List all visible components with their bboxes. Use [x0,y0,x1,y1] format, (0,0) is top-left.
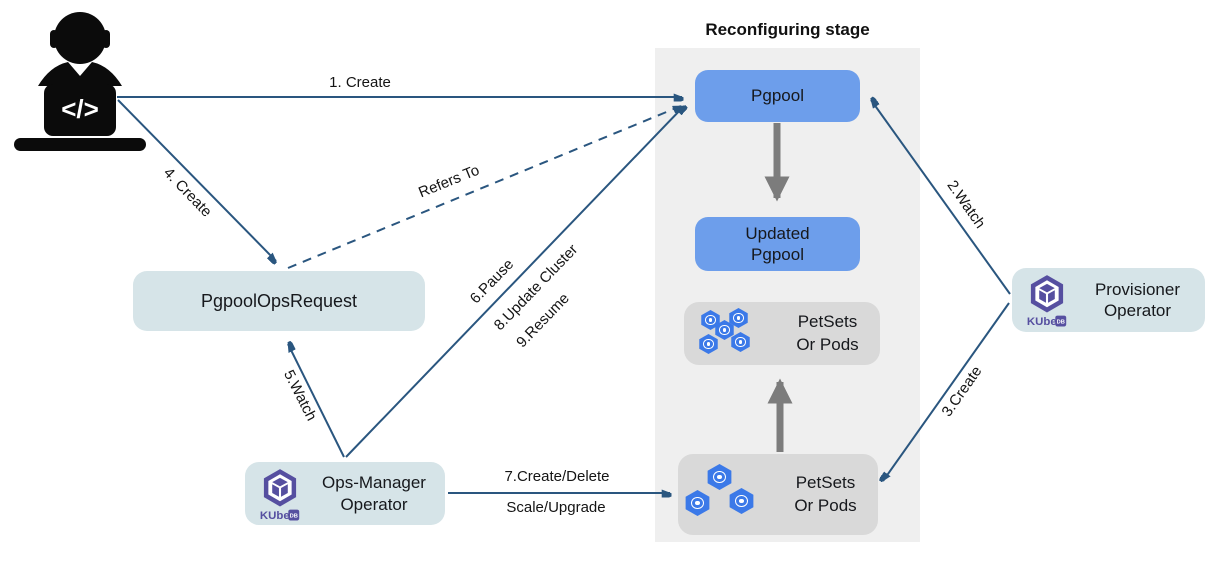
node-petsets-top: PetSets Or Pods [684,302,880,365]
edge-label-1-create: 1. Create [329,74,391,91]
petsets-top-line1: PetSets [797,312,858,332]
pod-hexagon-icon [715,320,734,340]
arrow-refers-to [287,105,681,269]
petsets-bottom-line2: Or Pods [794,495,857,515]
pgpool-ops-request-label: PgpoolOpsRequest [200,290,358,311]
node-petsets-bottom: PetSets Or Pods [678,454,878,535]
ops-manager-line1: Ops-Manager [322,473,426,493]
node-ops-manager-operator: KUbe DB Ops-Manager Operator [245,462,445,525]
kubedb-db-text: DB [1057,320,1065,326]
pod-hexagon-icon [729,308,748,328]
edge-label-3-create: 3.Create [938,363,986,420]
kubedb-cube-left [1039,290,1046,303]
petsets-bottom-line1: PetSets [795,473,856,493]
petsets-bottom-label: PetSets Or Pods [773,472,878,516]
kubedb-db-badge [288,509,300,520]
kubedb-logo-icon: KUbe DB [257,467,303,521]
laptop [44,84,116,136]
kubedb-hexagon-inner [268,473,292,501]
updated-pgpool-line2: Pgpool [751,245,804,264]
ops-manager-line2: Operator [340,494,408,514]
edge-label-refers-to: Refers To [416,161,482,202]
updated-pgpool-label: Updated Pgpool [745,223,809,266]
node-pgpool-ops-request: PgpoolOpsRequest [133,271,425,331]
kubedb-hexagon-inner [1035,280,1059,308]
kubedb-logo-text: KUbe [1027,316,1057,327]
kubedb-db-text: DB [290,513,298,519]
developer-icon: </> [14,12,146,151]
developer-head [54,12,106,64]
developer-shoulders [38,62,122,86]
kubedb-cube-right [281,483,288,497]
desk-bar [14,138,146,151]
edge-label-2-watch: 2.Watch [943,177,989,232]
kubedb-logo-icon: KUbe DB [1024,273,1070,328]
kubedb-cube-top [272,477,288,486]
edge-label-4-create: 4. Create [159,164,216,221]
headphone-right [102,30,110,48]
node-pgpool: Pgpool [695,70,860,122]
edge-label-6-pause: 6.Pause [466,255,518,308]
edge-label-5-watch: 5.Watch [280,367,320,424]
pod-hexagon-icon [729,488,754,514]
pod-hexagon-icon [707,464,732,490]
node-provisioner-operator: KUbe DB Provisioner Operator [1012,268,1205,332]
laptop-code-glyph: </> [61,94,99,124]
ops-manager-label: Ops-Manager Operator [303,472,445,515]
pod-hexagon-icon [699,334,718,354]
kubedb-cube-left [272,483,279,497]
edge-label-7-scale-upgrade: Scale/Upgrade [506,499,606,516]
edge-label-7-create-delete: 7.Create/Delete [504,468,610,485]
updated-pgpool-line1: Updated [745,223,810,243]
kubedb-cube-right [1048,290,1055,303]
petsets-top-line2: Or Pods [796,334,859,354]
petsets-top-label: PetSets Or Pods [775,311,880,355]
pgpool-label: Pgpool [751,86,804,105]
provisioner-line2: Operator [1103,301,1172,320]
headphone-left [50,30,58,48]
provisioner-label: Provisioner Operator [1070,279,1205,322]
provisioner-line1: Provisioner [1094,279,1181,299]
stage-title: Reconfiguring stage [705,20,870,39]
kubedb-db-badge [1055,315,1067,327]
kubedb-logo-text: KUbe [260,509,290,520]
pod-hexagon-icon [701,310,720,330]
pod-hexagon-icon [731,332,750,352]
node-updated-pgpool: Updated Pgpool [695,217,860,271]
pod-hexagon-icon [685,490,710,516]
